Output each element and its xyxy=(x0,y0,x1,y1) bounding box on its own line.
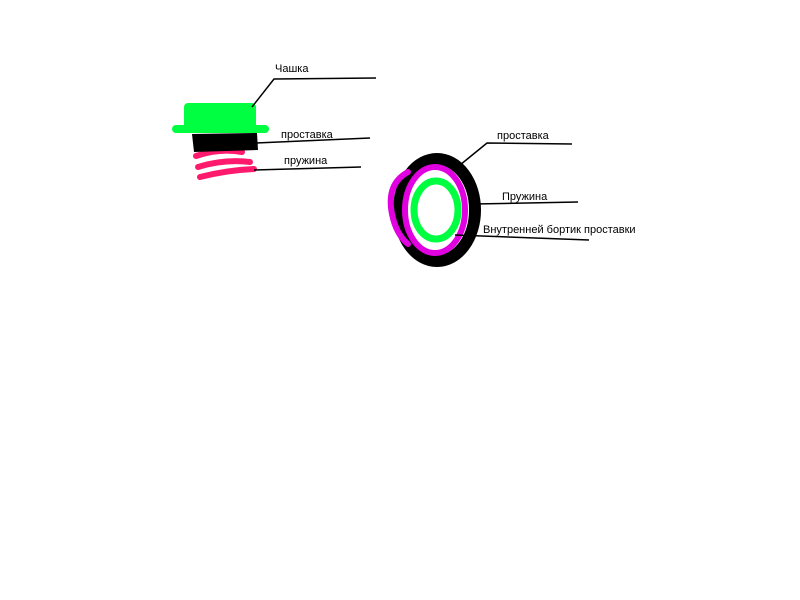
label-spring-side: пружина xyxy=(284,155,328,167)
spring-outer-arc-top xyxy=(387,169,411,247)
label-inner-rim: Внутренней бортик проставки xyxy=(483,224,636,236)
cup-body xyxy=(184,103,256,132)
spring-coil-3 xyxy=(197,166,257,180)
label-spring-top: Пружина xyxy=(502,191,548,203)
side-view-leaders xyxy=(251,77,377,171)
spring-coil-2 xyxy=(195,158,253,170)
spacer-ring-top xyxy=(393,153,481,267)
spring-ring-top xyxy=(402,164,468,256)
leader-line-spring-top xyxy=(473,201,579,205)
top-view-assembly xyxy=(387,153,481,267)
label-spacer-top: проставка xyxy=(497,130,550,142)
leader-line-spring-side xyxy=(253,166,362,171)
leader-line-inner-rim xyxy=(454,234,590,241)
cup-flange xyxy=(172,125,269,133)
inner-rim-ring-top xyxy=(410,177,462,243)
leader-line-spacer-side xyxy=(255,137,371,144)
side-view-assembly xyxy=(172,103,269,180)
top-view-leaders xyxy=(454,142,590,241)
leader-line-spacer-top xyxy=(459,142,573,166)
spring-coils-side xyxy=(193,147,257,180)
leader-line-cup xyxy=(251,77,377,108)
spacer-block-side xyxy=(192,133,258,152)
cup-side xyxy=(172,103,269,133)
label-cup: Чашка xyxy=(275,63,309,75)
label-spacer-side: проставка xyxy=(281,129,334,141)
